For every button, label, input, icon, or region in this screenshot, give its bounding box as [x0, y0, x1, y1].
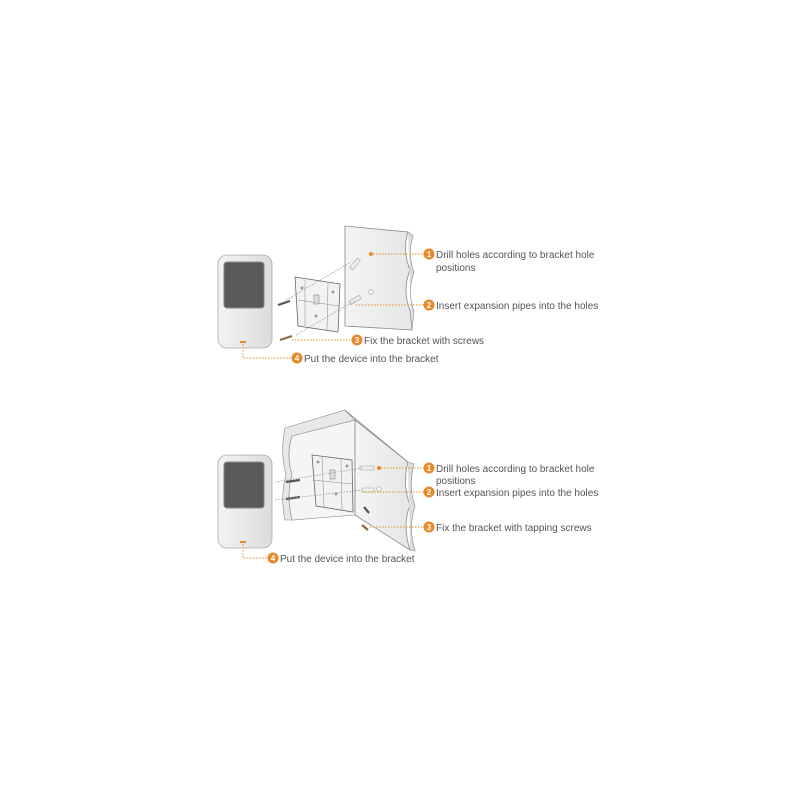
step-text: Put the device into the bracket: [304, 354, 439, 365]
step-text: Drill holes according to bracket hole: [436, 464, 595, 475]
step-4: 4 Put the device into the bracket: [291, 352, 439, 365]
step-number: 3: [355, 336, 360, 345]
expansion-pipe: [361, 487, 375, 493]
step-text: Put the device into the bracket: [280, 554, 415, 565]
device: [217, 254, 273, 349]
step-text: Insert expansion pipes into the holes: [436, 488, 598, 499]
step-1: 1 Drill holes according to bracket hole …: [423, 462, 595, 487]
device: [217, 454, 273, 549]
step-number: 2: [427, 488, 432, 497]
expansion-pipe: [348, 294, 362, 306]
step-3: 3 Fix the bracket with screws: [351, 334, 484, 347]
wall: [344, 225, 415, 331]
step-number: 3: [427, 523, 432, 532]
step-4: 4 Put the device into the bracket: [267, 552, 415, 565]
step-text: positions: [436, 476, 475, 487]
drill-hole: [377, 466, 381, 470]
step-text: Insert expansion pipes into the holes: [436, 301, 598, 312]
step-3: 3 Fix the bracket with tapping screws: [423, 521, 592, 534]
step-text: Drill holes according to bracket hole: [436, 250, 595, 261]
step-2: 2 Insert expansion pipes into the holes: [423, 299, 598, 312]
step-number: 2: [427, 301, 432, 310]
screw-icon: [279, 334, 293, 342]
diagram-flat-wall: 1 Drill holes according to bracket hole …: [217, 225, 598, 365]
expansion-pipe: [349, 257, 361, 271]
step-2: 2 Insert expansion pipes into the holes: [423, 486, 598, 499]
screw-icon: [361, 524, 369, 531]
diagram-corner-wall: 1 Drill holes according to bracket hole …: [217, 409, 598, 565]
step-1: 1 Drill holes according to bracket hole …: [423, 248, 595, 274]
bracket: [311, 454, 354, 513]
screw-icon: [277, 299, 291, 307]
step-number: 4: [295, 354, 300, 363]
step-number: 4: [271, 554, 276, 563]
screw-icon: [285, 478, 301, 484]
bracket: [294, 276, 341, 333]
expansion-pipe: [359, 465, 375, 471]
drill-hole: [368, 289, 374, 295]
drill-hole: [369, 252, 373, 256]
step-text: Fix the bracket with screws: [364, 336, 484, 347]
step-text: positions: [436, 263, 475, 274]
step-number: 1: [427, 464, 432, 473]
screw-icon: [363, 506, 370, 514]
drill-hole: [376, 486, 382, 492]
step-text: Fix the bracket with tapping screws: [436, 523, 592, 534]
step-number: 1: [427, 250, 432, 259]
